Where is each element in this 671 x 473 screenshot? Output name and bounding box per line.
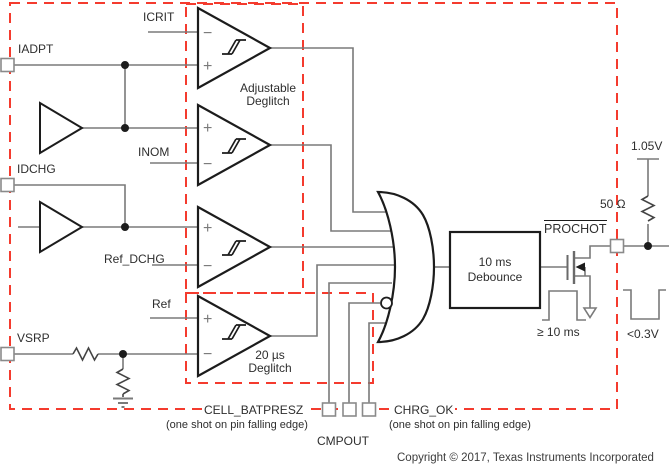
chrg-ok-note: (one shot on pin falling edge)	[389, 419, 531, 431]
outer-boundary	[9, 2, 618, 410]
pullup-resistor-symbol	[640, 195, 656, 222]
hysteresis-icon	[222, 240, 246, 256]
hysteresis-icon	[222, 324, 246, 340]
pin-squares	[0, 57, 625, 417]
idchg-label: IDCHG	[17, 162, 56, 176]
vsrp-label: VSRP	[17, 331, 50, 345]
cell-batpresz-label: CELL_BATPRESZ	[202, 403, 306, 417]
vsrp-shunt-resistor	[115, 368, 131, 397]
ic-boundary-group	[9, 2, 618, 410]
junction-dot	[644, 242, 652, 250]
dchg-comparator	[196, 205, 273, 289]
junction-dot	[121, 124, 129, 132]
ground-arrow-icon	[582, 307, 598, 319]
cell-batpresz-pin	[321, 402, 337, 417]
vsys-comp-out-wire	[270, 264, 394, 337]
deglitch-20us-label: 20 µs Deglitch	[222, 349, 318, 375]
iadpt-buffer-amp	[39, 101, 84, 155]
debounce-line1: 10 ms	[478, 255, 512, 269]
passives-group	[72, 195, 656, 397]
idchg-buffer-amp	[39, 200, 84, 254]
prochot-label: PROCHOT	[544, 220, 607, 236]
prochot-text: PROCHOT	[544, 220, 607, 236]
mosfet-source-wire	[574, 275, 591, 308]
icrit-plus-sign: +	[203, 58, 212, 75]
vsrp-series-resistor	[72, 346, 99, 362]
deglitch-20us-line2: Deglitch	[248, 361, 292, 375]
inom-plus-sign: +	[203, 120, 212, 137]
icrit-comp-out-wire	[270, 47, 390, 213]
adjustable-deglitch-line1: Adjustable	[239, 81, 297, 95]
debounce-label: 10 ms Debounce	[450, 255, 540, 285]
iadpt-pin	[0, 57, 15, 73]
ref-dchg-label: Ref_DCHG	[104, 252, 165, 266]
adjustable-deglitch-label: Adjustable Deglitch	[220, 82, 316, 108]
open-drain-mosfet	[566, 251, 585, 284]
mosfet-drain-wire	[574, 245, 610, 259]
inom-comp-out-wire	[270, 144, 392, 232]
hysteresis-icons	[222, 39, 246, 340]
dchg-minus-sign: −	[203, 258, 212, 275]
deglitch-20us-line1: 20 µs	[255, 348, 285, 362]
junction-dot	[121, 61, 129, 69]
idchg-wire	[14, 184, 126, 227]
debounce-block	[448, 230, 542, 310]
adjustable-deglitch-line2: Deglitch	[246, 94, 290, 108]
gate-pulse-waveform	[542, 290, 586, 321]
cmpout-wire	[348, 302, 380, 403]
or-gate	[376, 190, 436, 344]
junction-dot	[121, 223, 129, 231]
pulse-width-label: ≥ 10 ms	[537, 325, 580, 339]
mosfet-body-arrow-icon	[575, 262, 585, 272]
iadpt-label: IADPT	[18, 42, 54, 56]
supply-voltage-label: 1.05V	[631, 139, 663, 153]
cell-batpresz-wire	[328, 282, 392, 403]
vsrp-pin	[0, 346, 15, 362]
junction-dot	[119, 350, 127, 358]
output-low-waveform	[623, 289, 666, 320]
prochot-pin	[609, 238, 625, 254]
icrit-minus-sign: −	[203, 25, 212, 42]
copyright-notice: Copyright © 2017, Texas Instruments Inco…	[397, 452, 654, 464]
hysteresis-icon	[222, 39, 246, 55]
ground-symbol	[113, 397, 133, 408]
dchg-plus-sign: +	[203, 220, 212, 237]
inom-comparator	[196, 103, 273, 187]
inom-minus-sign: −	[203, 156, 212, 173]
chrg-ok-wire	[368, 322, 391, 403]
vsys-plus-sign: +	[203, 311, 212, 328]
icrit-comparator	[196, 6, 273, 90]
cmpout-pin	[342, 402, 357, 417]
ref-label: Ref	[152, 297, 171, 311]
sense-amps-group	[39, 101, 84, 254]
inom-label: INOM	[138, 145, 170, 159]
junction-dots	[119, 61, 652, 358]
cell-batpresz-note: (one shot on pin falling edge)	[166, 419, 308, 431]
cmpout-label: CMPOUT	[317, 434, 369, 448]
chrg-ok-pin	[361, 402, 377, 417]
icrit-label: ICRIT	[143, 10, 175, 24]
pullup-resistor-label: 50 Ω	[600, 197, 626, 211]
wires-group	[14, 31, 669, 403]
hysteresis-icon	[222, 138, 246, 154]
inverted-input-bubble	[380, 296, 393, 310]
idchg-pin	[0, 177, 15, 193]
output-low-label: <0.3V	[627, 327, 659, 341]
chrg-ok-label: CHRG_OK	[392, 403, 456, 417]
comparator-signs: − + + − + − + −	[203, 25, 212, 363]
vsys-minus-sign: −	[203, 346, 212, 363]
deglitch-20us-region	[185, 292, 374, 384]
debounce-line2: Debounce	[467, 270, 523, 284]
